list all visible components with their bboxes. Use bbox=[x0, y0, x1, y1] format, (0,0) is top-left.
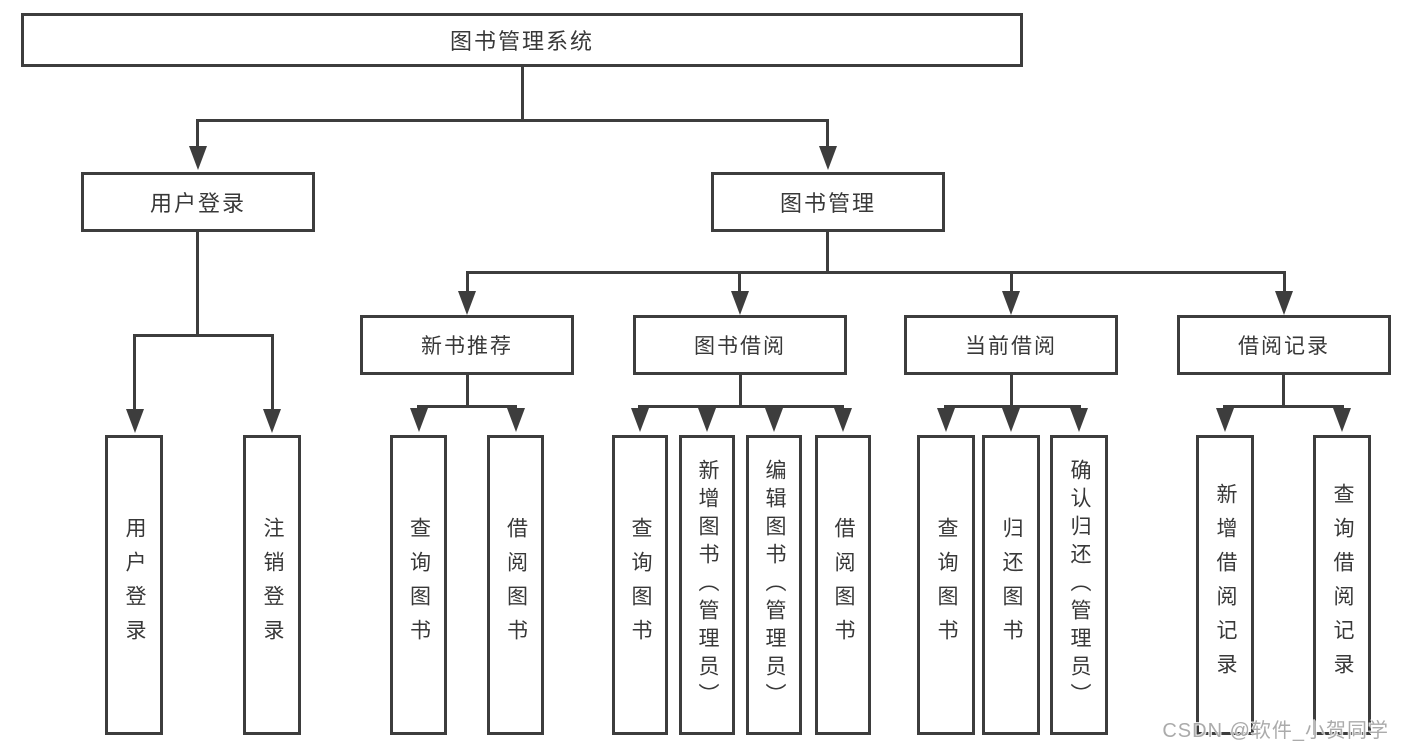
node-label: 用户登录 bbox=[149, 191, 246, 216]
leaf-query-books: 查询图书 bbox=[917, 435, 975, 735]
connector-line bbox=[1282, 375, 1285, 408]
leaf-confirm-return-admin: 确认归还（管理员） bbox=[1050, 435, 1108, 735]
leaf-label: 查询图书 bbox=[407, 517, 431, 653]
node-label: 图书管理系统 bbox=[449, 29, 594, 54]
connector-line bbox=[271, 334, 274, 411]
node-current-borrowing: 当前借阅 bbox=[904, 315, 1118, 375]
node-book-management: 图书管理 bbox=[711, 172, 945, 232]
arrow-down-icon bbox=[631, 408, 649, 432]
arrow-down-icon bbox=[698, 408, 716, 432]
leaf-add-books-admin: 新增图书（管理员） bbox=[679, 435, 735, 735]
leaf-label: 查询图书 bbox=[629, 517, 652, 653]
leaf-label: 新增图书（管理员） bbox=[696, 459, 719, 711]
node-new-book-recommendation: 新书推荐 bbox=[360, 315, 574, 375]
connector-line bbox=[944, 405, 1081, 408]
arrow-down-icon bbox=[819, 146, 837, 170]
leaf-logout: 注销登录 bbox=[243, 435, 301, 735]
leaf-label: 查询借阅记录 bbox=[1331, 483, 1354, 687]
arrow-down-icon bbox=[1002, 291, 1020, 315]
arrow-down-icon bbox=[126, 409, 144, 433]
leaf-borrow-books: 借阅图书 bbox=[815, 435, 871, 735]
leaf-label: 借阅图书 bbox=[504, 517, 528, 653]
node-label: 当前借阅 bbox=[965, 335, 1057, 358]
arrow-down-icon bbox=[1333, 408, 1351, 432]
leaf-user-login: 用户登录 bbox=[105, 435, 163, 735]
connector-line bbox=[196, 119, 199, 149]
arrow-down-icon bbox=[937, 408, 955, 432]
leaf-label: 注销登录 bbox=[261, 517, 284, 653]
leaf-return-books: 归还图书 bbox=[982, 435, 1040, 735]
connector-line bbox=[133, 334, 136, 411]
leaf-borrow-books: 借阅图书 bbox=[487, 435, 544, 735]
node-label: 新书推荐 bbox=[421, 335, 513, 358]
node-label: 图书管理 bbox=[779, 191, 876, 216]
leaf-query-books: 查询图书 bbox=[612, 435, 668, 735]
arrow-down-icon bbox=[507, 408, 525, 432]
connector-line bbox=[466, 375, 469, 408]
connector-line bbox=[466, 271, 469, 293]
node-label: 借阅记录 bbox=[1238, 335, 1330, 358]
leaf-label: 借阅图书 bbox=[832, 517, 855, 653]
leaf-add-borrow-record: 新增借阅记录 bbox=[1196, 435, 1254, 735]
arrow-down-icon bbox=[189, 146, 207, 170]
arrow-down-icon bbox=[458, 291, 476, 315]
connector-line bbox=[739, 375, 742, 408]
leaf-label: 确认归还（管理员） bbox=[1068, 459, 1091, 711]
leaf-label: 归还图书 bbox=[1000, 517, 1023, 653]
connector-line bbox=[1010, 271, 1013, 293]
node-label: 图书借阅 bbox=[694, 335, 786, 358]
arrow-down-icon bbox=[834, 408, 852, 432]
watermark: CSDN @软件_小贺同学 bbox=[1162, 720, 1389, 742]
arrow-down-icon bbox=[731, 291, 749, 315]
leaf-query-books: 查询图书 bbox=[390, 435, 447, 735]
node-book-management-system: 图书管理系统 bbox=[21, 13, 1023, 67]
leaf-label: 查询图书 bbox=[935, 517, 958, 653]
connector-line bbox=[196, 119, 829, 122]
connector-line bbox=[133, 334, 274, 337]
connector-line bbox=[826, 119, 829, 149]
connector-line bbox=[738, 271, 741, 293]
connector-line bbox=[826, 232, 829, 274]
leaf-label: 编辑图书（管理员） bbox=[763, 459, 786, 711]
arrow-down-icon bbox=[410, 408, 428, 432]
connector-line bbox=[521, 67, 524, 121]
connector-line bbox=[196, 232, 199, 337]
connector-line bbox=[1223, 405, 1344, 408]
arrow-down-icon bbox=[765, 408, 783, 432]
leaf-label: 新增借阅记录 bbox=[1214, 483, 1237, 687]
leaf-edit-books-admin: 编辑图书（管理员） bbox=[746, 435, 802, 735]
leaf-label: 用户登录 bbox=[123, 517, 146, 653]
arrow-down-icon bbox=[1275, 291, 1293, 315]
arrow-down-icon bbox=[1070, 408, 1088, 432]
arrow-down-icon bbox=[1216, 408, 1234, 432]
node-borrowing-records: 借阅记录 bbox=[1177, 315, 1391, 375]
leaf-query-borrow-record: 查询借阅记录 bbox=[1313, 435, 1371, 735]
connector-line bbox=[466, 271, 1286, 274]
connector-line bbox=[1283, 271, 1286, 293]
connector-line bbox=[1010, 375, 1013, 408]
connector-line bbox=[417, 405, 517, 408]
node-user-login: 用户登录 bbox=[81, 172, 315, 232]
arrow-down-icon bbox=[263, 409, 281, 433]
arrow-down-icon bbox=[1002, 408, 1020, 432]
connector-line bbox=[638, 405, 844, 408]
node-book-borrowing: 图书借阅 bbox=[633, 315, 847, 375]
